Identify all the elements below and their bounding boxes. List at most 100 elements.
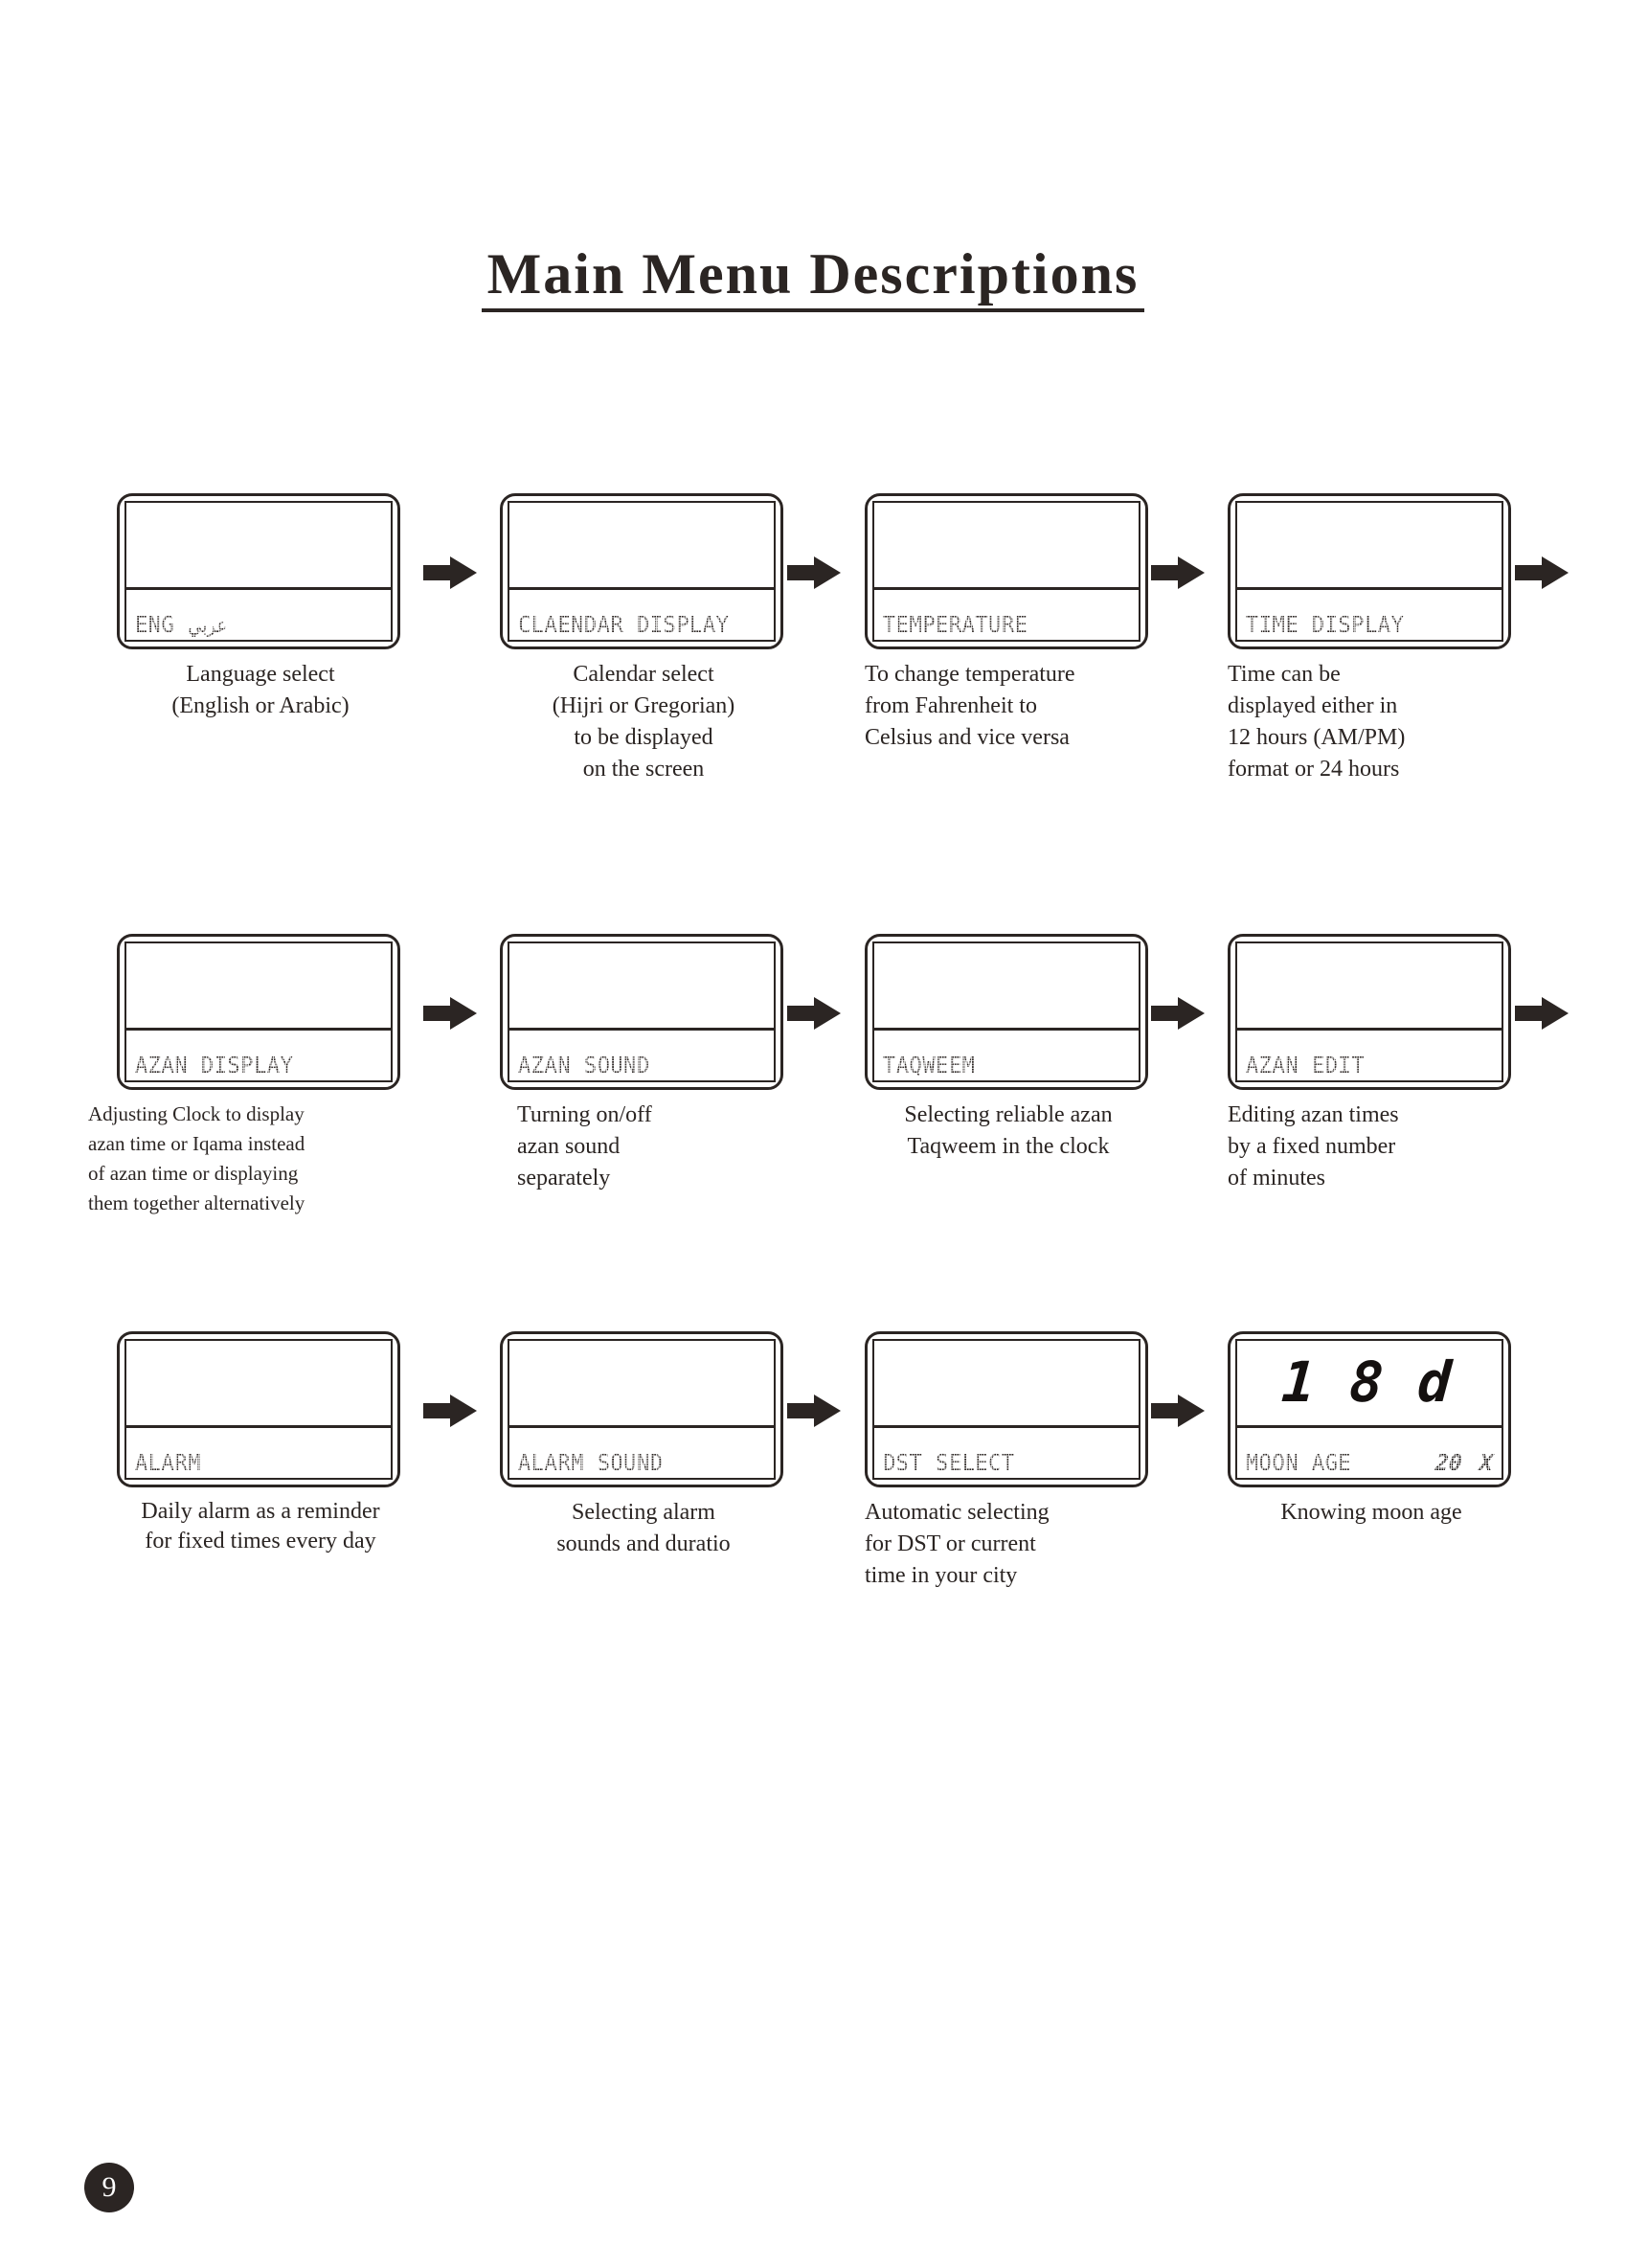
lcd-top-area <box>126 943 391 1028</box>
lcd-screen: CLAENDAR DISPLAY <box>508 501 776 642</box>
lcd-label: CLAENDAR DISPLAY <box>518 613 730 638</box>
caption-dst-select: Automatic selecting for DST or current t… <box>865 1500 1050 1588</box>
lcd-screen: AZAN SOUND <box>508 941 776 1082</box>
lcd-top-area <box>126 1341 391 1425</box>
caption-temperature: To change temperature from Fahrenheit to… <box>865 662 1075 750</box>
arrow-right-icon <box>1151 997 1205 1030</box>
lcd-divider <box>874 1425 1139 1428</box>
menu-item-alarm-sound[interactable]: ALARM SOUND Selecting alarm sounds and d… <box>500 1331 787 1556</box>
lcd-label: AZAN EDIT <box>1246 1054 1365 1078</box>
caption-azan-edit: Editing azan times by a fixed number of … <box>1228 1102 1399 1191</box>
lcd-bottom-area: ALARM SOUND <box>509 1428 774 1478</box>
arrow-right-icon <box>787 997 841 1030</box>
caption-alarm-sound: Selecting alarm sounds and duratio <box>556 1500 731 1556</box>
caption-calendar-display: Calendar select (Hijri or Gregorian) to … <box>552 662 735 782</box>
menu-item-moon-age[interactable]: 18d MOON AGE 20 X Knowing moon age <box>1228 1331 1515 1525</box>
caption-taqweem: Selecting reliable azan Taqweem in the c… <box>904 1102 1113 1159</box>
lcd-label: ALARM SOUND <box>518 1451 664 1476</box>
caption-time-display: Time can be displayed either in 12 hours… <box>1228 662 1406 782</box>
lcd-panel-alarm-sound[interactable]: ALARM SOUND <box>500 1331 783 1487</box>
arrow-right-icon <box>787 556 841 589</box>
lcd-panel-time-display[interactable]: TIME DISPLAY <box>1228 493 1511 649</box>
lcd-label-arabic: عربي <box>188 614 228 637</box>
lcd-panel-azan-sound[interactable]: AZAN SOUND <box>500 934 783 1090</box>
lcd-screen: ALARM SOUND <box>508 1339 776 1480</box>
lcd-screen: DST SELECT <box>872 1339 1140 1480</box>
lcd-label: ALARM <box>135 1451 201 1476</box>
lcd-panel-alarm[interactable]: ALARM <box>117 1331 400 1487</box>
lcd-label: MOON AGE <box>1246 1451 1352 1476</box>
caption-moon-age: Knowing moon age <box>1280 1500 1462 1525</box>
lcd-panel-dst-select[interactable]: DST SELECT <box>865 1331 1148 1487</box>
arrow-right-icon <box>1515 997 1569 1030</box>
lcd-divider <box>1237 587 1502 590</box>
moon-age-percent-group: 20 X <box>1435 1451 1494 1476</box>
lcd-label-text: ENG <box>135 613 175 638</box>
lcd-panel-taqweem[interactable]: TAQWEEM <box>865 934 1148 1090</box>
moon-age-status-row: MOON AGE 20 X <box>1246 1451 1494 1476</box>
caption-azan-display: Adjusting Clock to display azan time or … <box>88 1102 305 1214</box>
menu-item-time-display[interactable]: TIME DISPLAY Time can be displayed eithe… <box>1228 493 1515 782</box>
lcd-bottom-area: ALARM <box>126 1428 391 1478</box>
lcd-divider <box>126 1425 391 1428</box>
lcd-bottom-area: AZAN SOUND <box>509 1031 774 1080</box>
menu-item-azan-display[interactable]: AZAN DISPLAY Adjusting Clock to display … <box>88 934 404 1214</box>
arrow-right-icon <box>1151 1395 1205 1427</box>
lcd-divider <box>874 587 1139 590</box>
arrow-right-icon <box>423 556 477 589</box>
lcd-bottom-area: ENG عربي <box>126 590 391 640</box>
arrow-right-icon <box>423 1395 477 1427</box>
lcd-screen: ENG عربي <box>124 501 393 642</box>
lcd-top-area <box>509 1341 774 1425</box>
moon-age-days-display: 18d <box>1237 1349 1502 1415</box>
lcd-divider <box>874 1028 1139 1031</box>
lcd-top-area <box>509 943 774 1028</box>
moon-age-days-value: 18 <box>1279 1349 1420 1415</box>
lcd-bottom-area: TEMPERATURE <box>874 590 1139 640</box>
menu-item-temperature[interactable]: TEMPERATURE To change temperature from F… <box>865 493 1152 750</box>
lcd-divider <box>126 1028 391 1031</box>
lcd-divider <box>509 587 774 590</box>
menu-item-dst-select[interactable]: DST SELECT Automatic selecting for DST o… <box>865 1331 1152 1588</box>
lcd-panel-moon-age[interactable]: 18d MOON AGE 20 X <box>1228 1331 1511 1487</box>
menu-item-taqweem[interactable]: TAQWEEM Selecting reliable azan Taqweem … <box>865 934 1152 1159</box>
arrow-right-icon <box>787 1395 841 1427</box>
lcd-divider <box>126 587 391 590</box>
menu-item-calendar-display[interactable]: CLAENDAR DISPLAY Calendar select (Hijri … <box>500 493 787 782</box>
lcd-panel-temperature[interactable]: TEMPERATURE <box>865 493 1148 649</box>
lcd-screen: 18d MOON AGE 20 X <box>1235 1339 1503 1480</box>
lcd-divider <box>1237 1425 1502 1428</box>
lcd-screen: AZAN EDIT <box>1235 941 1503 1082</box>
lcd-top-area <box>874 943 1139 1028</box>
lcd-label: AZAN SOUND <box>518 1054 650 1078</box>
caption-alarm: Daily alarm as a reminder for fixed time… <box>141 1499 380 1554</box>
percent-icon: X <box>1479 1451 1494 1476</box>
menu-item-language-select[interactable]: ENG عربي Language select (English or Ara… <box>117 493 404 718</box>
lcd-screen: TAQWEEM <box>872 941 1140 1082</box>
lcd-panel-azan-display[interactable]: AZAN DISPLAY <box>117 934 400 1090</box>
lcd-bottom-area: CLAENDAR DISPLAY <box>509 590 774 640</box>
lcd-label: TEMPERATURE <box>883 613 1028 638</box>
lcd-label: AZAN DISPLAY <box>135 1054 294 1078</box>
menu-item-azan-sound[interactable]: AZAN SOUND Turning on/off azan sound sep… <box>500 934 787 1191</box>
lcd-label: DST SELECT <box>883 1451 1015 1476</box>
lcd-bottom-area: TAQWEEM <box>874 1031 1139 1080</box>
caption-azan-sound: Turning on/off azan sound separately <box>517 1102 652 1191</box>
lcd-top-area <box>874 1341 1139 1425</box>
arrow-right-icon <box>1515 556 1569 589</box>
lcd-panel-azan-edit[interactable]: AZAN EDIT <box>1228 934 1511 1090</box>
lcd-label: ENG عربي <box>135 613 227 638</box>
lcd-bottom-area: DST SELECT <box>874 1428 1139 1478</box>
lcd-top-area <box>1237 503 1502 587</box>
lcd-top-area <box>509 503 774 587</box>
lcd-panel-calendar-display[interactable]: CLAENDAR DISPLAY <box>500 493 783 649</box>
menu-item-azan-edit[interactable]: AZAN EDIT Editing azan times by a fixed … <box>1228 934 1515 1191</box>
lcd-screen: ALARM <box>124 1339 393 1480</box>
lcd-panel-language-select[interactable]: ENG عربي <box>117 493 400 649</box>
lcd-divider <box>509 1028 774 1031</box>
lcd-screen: AZAN DISPLAY <box>124 941 393 1082</box>
lcd-top-area: 18d <box>1237 1341 1502 1425</box>
menu-item-alarm[interactable]: ALARM Daily alarm as a reminder for fixe… <box>117 1331 404 1554</box>
lcd-divider <box>509 1425 774 1428</box>
page-number-badge: 9 <box>84 2163 134 2212</box>
